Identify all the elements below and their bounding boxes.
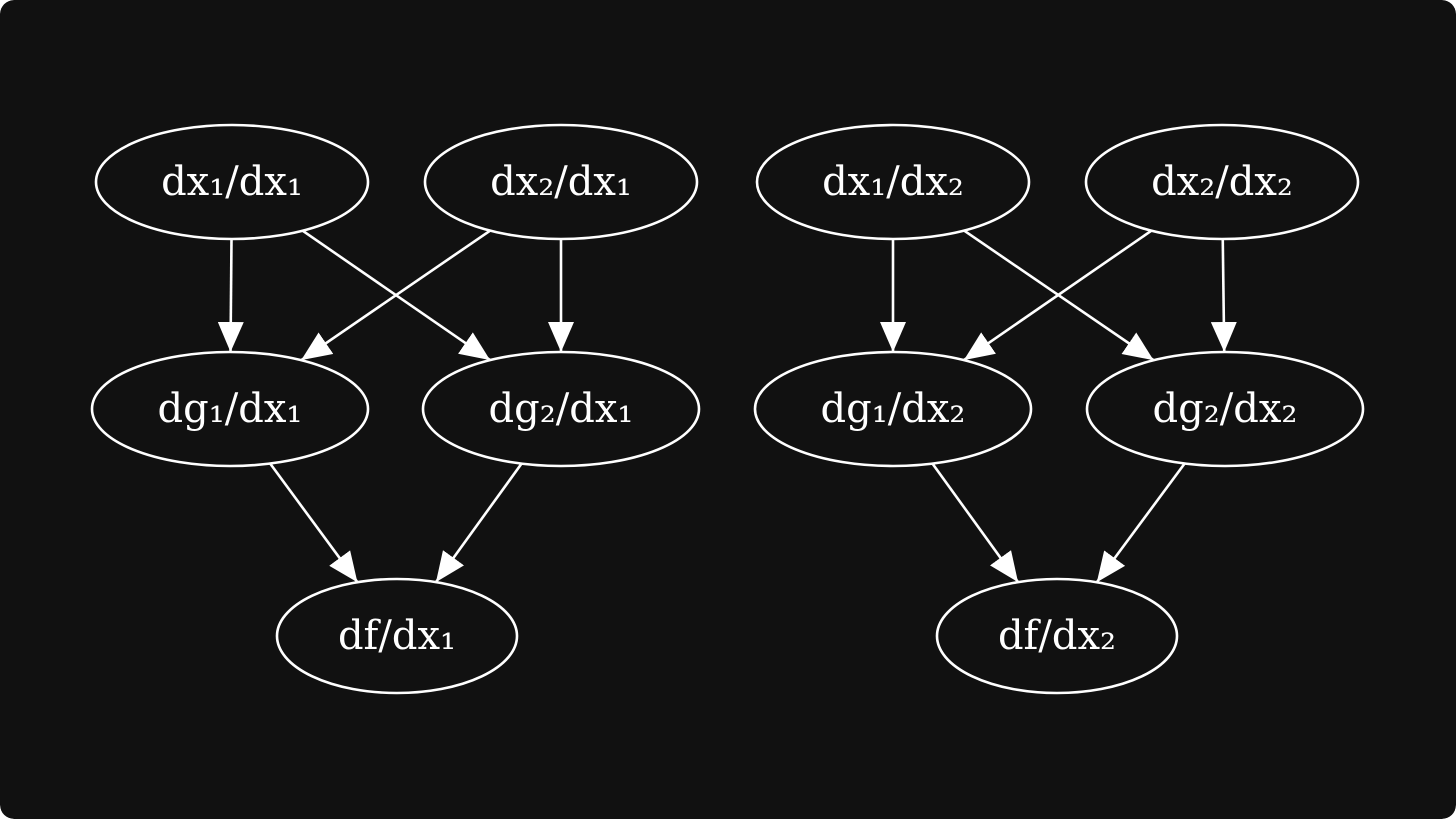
node-dx2_dx1: dx₂/dx₁ (423, 123, 699, 241)
node-ellipse-dx2_dx2 (1084, 123, 1360, 241)
node-dg1_dx2: dg₁/dx₂ (753, 350, 1033, 468)
node-dg1_dx1: dg₁/dx₁ (90, 350, 370, 468)
node-label-dx1_dx1: dx₁/dx₁ (161, 159, 303, 205)
node-ellipse-dg2_dx2 (1085, 350, 1365, 468)
nodes-layer: dx₁/dx₁ dx₂/dx₁ dg₁/dx₁ dg₂/dx₁ df/dx₁ dx₁/dx… (90, 123, 1365, 695)
node-dx1_dx2: dx₁/dx₂ (755, 123, 1031, 241)
node-label-dg2_dx1: dg₂/dx₁ (489, 386, 634, 432)
edge-arrow-dg2_dx2-to-df_dx2 (1095, 462, 1186, 583)
edge-arrow-dx2_dx2-to-dg1_dx2 (963, 229, 1153, 362)
node-label-dg1_dx2: dg₁/dx₂ (821, 386, 966, 432)
node-label-dg1_dx1: dg₁/dx₁ (158, 386, 303, 432)
node-ellipse-dx2_dx1 (423, 123, 699, 241)
node-dg2_dx1: dg₂/dx₁ (421, 350, 701, 468)
edges-layer (217, 229, 1237, 583)
node-ellipse-dg1_dx1 (90, 350, 370, 468)
node-label-df_dx1: df/dx₁ (338, 613, 456, 659)
edge-arrow-dx2_dx1-to-dg1_dx1 (300, 229, 491, 362)
node-ellipse-dg2_dx1 (421, 350, 701, 468)
edge-arrow-dg1_dx2-to-df_dx2 (931, 462, 1020, 583)
edge-arrow-dx2_dx2-to-dg2_dx2 (1210, 238, 1237, 353)
edge-arrow-dx1_dx1-to-dg1_dx1 (217, 238, 244, 353)
node-dx2_dx2: dx₂/dx₂ (1084, 123, 1360, 241)
node-ellipse-df_dx2 (935, 577, 1179, 695)
node-label-dx2_dx1: dx₂/dx₁ (490, 159, 632, 205)
node-label-dx2_dx2: dx₂/dx₂ (1151, 159, 1293, 205)
node-label-dx1_dx2: dx₁/dx₂ (822, 159, 964, 205)
node-ellipse-df_dx1 (275, 577, 519, 695)
node-label-df_dx2: df/dx₂ (998, 613, 1116, 659)
edge-arrow-dg1_dx1-to-df_dx1 (269, 462, 359, 583)
edge-arrow-dg2_dx1-to-df_dx1 (434, 462, 523, 583)
node-dx1_dx1: dx₁/dx₁ (94, 123, 370, 241)
node-ellipse-dx1_dx2 (755, 123, 1031, 241)
node-ellipse-dg1_dx2 (753, 350, 1033, 468)
node-df_dx1: df/dx₁ (275, 577, 519, 695)
node-dg2_dx2: dg₂/dx₂ (1085, 350, 1365, 468)
node-label-dg2_dx2: dg₂/dx₂ (1153, 386, 1298, 432)
node-df_dx2: df/dx₂ (935, 577, 1179, 695)
node-ellipse-dx1_dx1 (94, 123, 370, 241)
